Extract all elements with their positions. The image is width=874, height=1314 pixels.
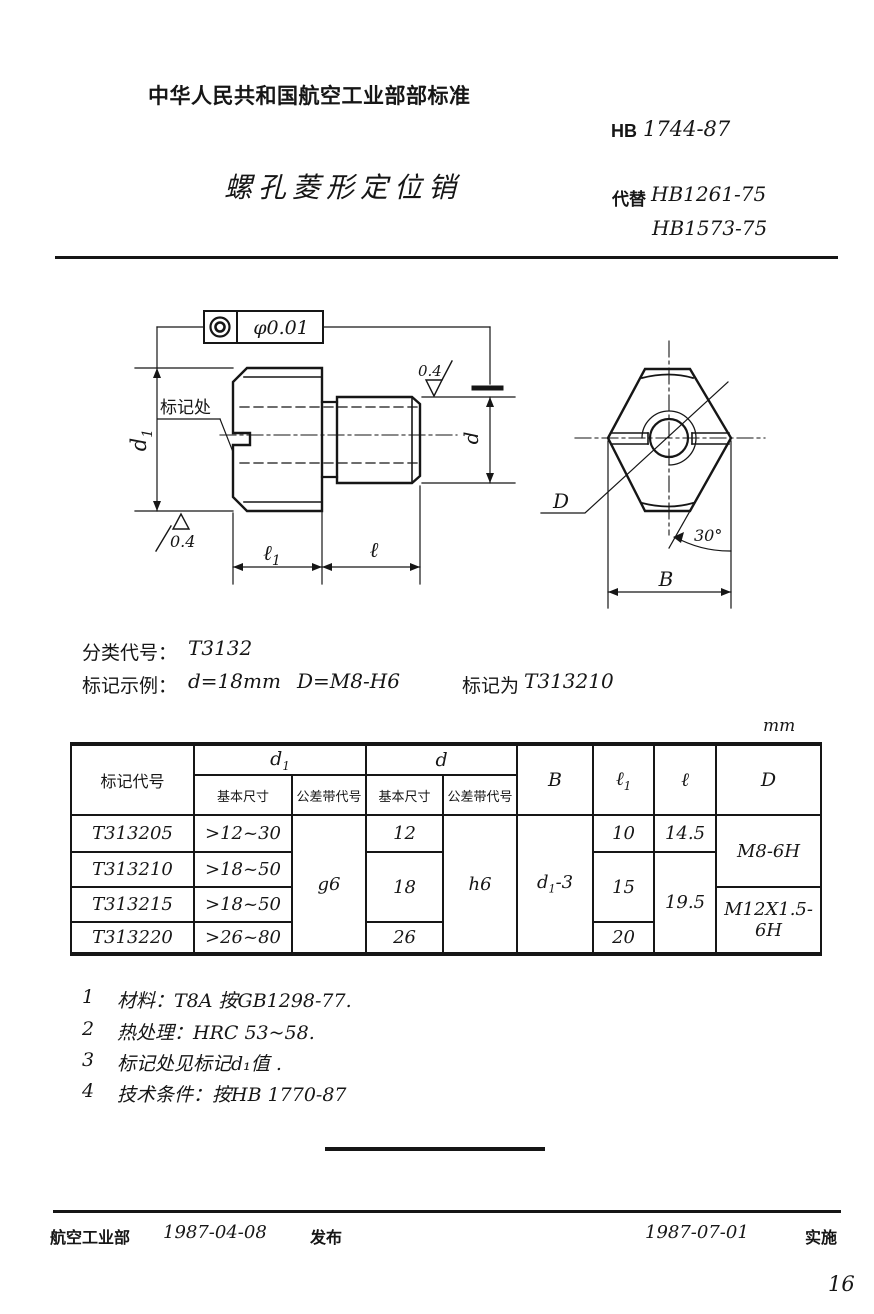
l-label: ℓ xyxy=(370,538,379,562)
marking-example-label: 标记示例： xyxy=(82,676,178,697)
cell-d1-range: >18~50 xyxy=(193,851,293,888)
note-number: 1 xyxy=(82,986,95,1008)
replaces-label: 代替 xyxy=(612,190,646,209)
thread-hole xyxy=(648,417,690,459)
subheader-tolerance-zone: 公差带代号 xyxy=(290,774,368,816)
note-text: 标记处见标记d₁值 . xyxy=(117,1053,282,1075)
col-header-l1: ℓ1 xyxy=(592,743,656,816)
cell-D-thread: M8-6H xyxy=(715,814,823,888)
cell-d-tolerance: h6 xyxy=(442,814,519,955)
col-header-code: 标记代号 xyxy=(70,743,195,816)
l1-label: ℓ1 xyxy=(263,541,281,569)
footer-impl-label: 实施 xyxy=(805,1230,838,1247)
page-number: 16 xyxy=(828,1272,855,1296)
length-dimensions: ℓ1 ℓ xyxy=(232,479,421,585)
unit-label: mm xyxy=(763,716,796,736)
classification-value: T3132 xyxy=(188,636,253,660)
col-header-d: d xyxy=(365,743,519,776)
table-row: T313215 >18~50 M12X1.5-6H xyxy=(70,886,823,955)
pin-head-outline xyxy=(231,366,324,513)
subheader-tolerance-zone: 公差带代号 xyxy=(442,774,519,816)
tolerance-frame: φ0.01 xyxy=(156,310,504,391)
svg-text:0.4: 0.4 xyxy=(418,362,442,380)
note-number: 2 xyxy=(82,1018,95,1040)
replaced-standard-1: HB1261-75 xyxy=(651,182,767,206)
cell-l: 19.5 xyxy=(653,851,718,955)
footer-issue-label: 发布 xyxy=(310,1230,343,1247)
cell-code: T313205 xyxy=(70,814,195,853)
classification-label: 分类代号： xyxy=(82,643,178,664)
ministry-title: 中华人民共和国航空工业部部标准 xyxy=(148,85,471,108)
diamond-outline xyxy=(606,367,733,513)
table-row: T313220 >26~80 26 20 xyxy=(70,921,821,955)
d-dimension: d xyxy=(421,396,516,484)
cell-l1: 10 xyxy=(592,814,656,853)
d1-dimension: d1 xyxy=(127,326,234,512)
footer-issuer: 航空工业部 xyxy=(50,1230,131,1247)
col-header-B: B xyxy=(516,743,595,816)
side-view: φ0.01 d1 d xyxy=(127,310,516,585)
footer-rule xyxy=(53,1210,841,1213)
tolerance-value: φ0.01 xyxy=(253,317,309,339)
b-dimension: B xyxy=(607,440,732,609)
marking-example-thread: D=M8-H6 xyxy=(297,669,400,693)
dimension-table: 标记代号 d1 d B ℓ1 ℓ D 基本尺寸 公差带代号 基本尺寸 公差带代号… xyxy=(70,742,823,956)
cell-d-basic: 26 xyxy=(365,921,445,955)
svg-text:0.4: 0.4 xyxy=(170,532,195,551)
cell-l: 14.5 xyxy=(653,814,718,853)
table-row: T313210 >18~50 18 15 19.5 xyxy=(70,851,821,955)
cell-d1-range: >26~80 xyxy=(193,921,293,955)
table-row: T313205 >12~30 g6 12 h6 d1-3 10 14.5 M8-… xyxy=(70,814,823,955)
cell-code: T313210 xyxy=(70,851,195,888)
header-rule xyxy=(55,256,838,259)
standard-code-number: 1744-87 xyxy=(643,117,731,141)
cell-d1-tolerance: g6 xyxy=(290,814,368,955)
note-text: 技术条件：按HB 1770-87 xyxy=(117,1084,347,1106)
cell-B-value: d1-3 xyxy=(516,814,595,955)
roughness-mark-bottom: 0.4 xyxy=(155,512,195,552)
section-separator xyxy=(325,1147,545,1151)
cell-code: T313220 xyxy=(70,921,195,955)
marking-spot-callout: 标记处 xyxy=(157,398,234,453)
replaced-standard-2: HB1573-75 xyxy=(652,216,768,240)
cell-d1-range: >18~50 xyxy=(193,886,293,923)
col-header-d1: d1 xyxy=(192,743,368,776)
roughness-mark-top: 0.4 xyxy=(418,360,453,398)
marking-example-code: T313210 xyxy=(524,669,614,693)
concentricity-icon xyxy=(214,321,226,333)
marking-spot-label: 标记处 xyxy=(160,398,211,417)
cell-code: T313215 xyxy=(70,886,195,923)
pin-boss-outline xyxy=(335,395,422,485)
footer-impl-date: 1987-07-01 xyxy=(645,1222,749,1243)
concentricity-icon xyxy=(209,316,231,338)
standard-code-prefix: HB xyxy=(611,121,637,141)
marking-example-d: d=18mm xyxy=(188,669,281,693)
subheader-basic-size: 基本尺寸 xyxy=(365,774,445,816)
cell-d-basic: 12 xyxy=(365,814,445,853)
thread-callout: D xyxy=(540,381,729,514)
subheader-basic-size: 基本尺寸 xyxy=(193,774,293,816)
cell-d1-range: >12~30 xyxy=(193,814,293,853)
cell-d-basic: 18 xyxy=(365,851,445,923)
footer-issue-date: 1987-04-08 xyxy=(163,1222,267,1243)
angle-label: 30° xyxy=(694,526,722,545)
cell-l1: 20 xyxy=(592,921,656,955)
angle-dimension: 30° xyxy=(668,510,732,552)
thread-label: D xyxy=(552,489,569,513)
b-label: B xyxy=(658,567,674,591)
d1-label: d1 xyxy=(127,429,156,451)
cell-l1: 15 xyxy=(592,851,656,923)
col-header-l: ℓ xyxy=(653,743,718,816)
col-header-D: D xyxy=(715,743,823,816)
note-text: 热处理：HRC 53~58. xyxy=(117,1022,315,1044)
note-text: 材料：T8A 按GB1298-77. xyxy=(117,990,352,1012)
document-title: 螺孔菱形定位销 xyxy=(224,172,463,203)
front-view: D 30° B xyxy=(540,340,766,609)
note-number: 3 xyxy=(82,1049,95,1071)
marking-example-suffix: 标记为 xyxy=(462,676,520,697)
cell-D-thread: M12X1.5-6H xyxy=(715,886,823,955)
note-number: 4 xyxy=(82,1080,95,1102)
d-label: d xyxy=(459,432,483,445)
